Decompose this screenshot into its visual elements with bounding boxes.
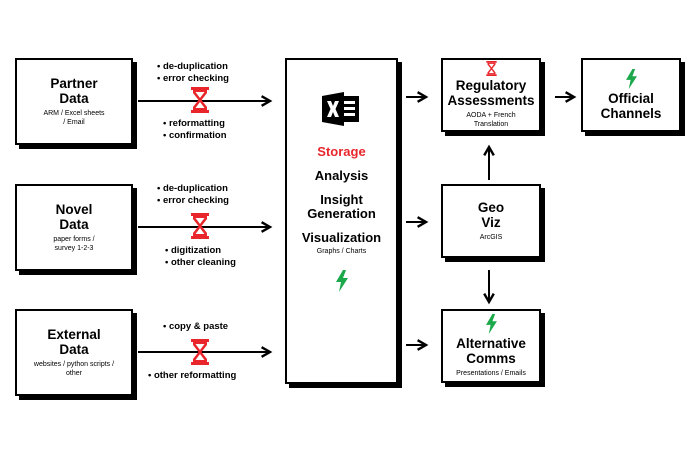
lightning-icon (625, 69, 637, 89)
step-item: • other reformatting (148, 370, 237, 381)
hourglass-icon (191, 87, 209, 113)
central-processing-box: Storage Analysis Insight Generation Visu… (285, 58, 398, 384)
geoviz-title: Geo Viz (477, 200, 505, 230)
external-steps-above: • copy & paste (163, 321, 228, 333)
lightning-icon (335, 270, 348, 292)
partner-steps-below: • reformatting • confirmation (163, 118, 227, 142)
partner-data-title: Partner Data (50, 76, 98, 106)
step-item: • other cleaning (165, 257, 236, 268)
partner-data-box: Partner Data ARM / Excel sheets / Email (15, 58, 133, 145)
external-data-box: External Data websites / python scripts … (15, 309, 133, 396)
partner-steps-above: • de-duplication • error checking (157, 61, 229, 85)
alternative-subtitle: Presentations / Emails (456, 370, 526, 377)
hourglass-icon (191, 339, 209, 365)
lightning-icon (485, 314, 497, 334)
excel-icon (321, 92, 359, 126)
novel-steps-above: • de-duplication • error checking (157, 183, 229, 207)
step-item: • reformatting (163, 118, 225, 129)
external-steps-below: • other reformatting (148, 370, 236, 382)
geoviz-subtitle: ArcGIS (479, 234, 503, 241)
step-item: • confirmation (163, 130, 227, 141)
official-channels-box: Official Channels (581, 58, 681, 132)
geo-viz-box: Geo Viz ArcGIS (441, 184, 541, 258)
step-item: • error checking (157, 195, 229, 206)
step-item: • de-duplication (157, 61, 228, 72)
external-data-title: External Data (47, 327, 101, 357)
center-item-storage: Storage (317, 144, 366, 159)
hourglass-icon (191, 213, 209, 239)
hourglass-icon (485, 61, 497, 76)
step-item: • digitization (165, 245, 222, 256)
step-item: • de-duplication (157, 183, 228, 194)
step-item: • error checking (157, 73, 229, 84)
regulatory-assessments-box: Regulatory Assessments AODA + French Tra… (441, 58, 541, 132)
official-title: Official Channels (600, 91, 662, 121)
partner-data-subtitle: ARM / Excel sheets / Email (43, 110, 105, 126)
regulatory-title: Regulatory Assessments (447, 78, 535, 108)
novel-data-box: Novel Data paper forms / survey 1-2-3 (15, 184, 133, 271)
alternative-comms-box: Alternative Comms Presentations / Emails (441, 309, 541, 383)
external-data-subtitle: websites / python scripts / other (33, 361, 115, 377)
step-item: • copy & paste (163, 321, 229, 332)
center-subtitle: Graphs / Charts (316, 248, 367, 255)
novel-data-subtitle: paper forms / survey 1-2-3 (53, 236, 95, 252)
novel-steps-below: • digitization • other cleaning (165, 245, 236, 269)
center-item-visualization: Visualization (301, 230, 382, 245)
alternative-title: Alternative Comms (456, 336, 526, 366)
regulatory-subtitle: AODA + French Translation (466, 112, 516, 128)
center-item-insight: Insight Generation (307, 192, 376, 221)
novel-data-title: Novel Data (55, 202, 93, 232)
center-item-analysis: Analysis (314, 168, 369, 183)
